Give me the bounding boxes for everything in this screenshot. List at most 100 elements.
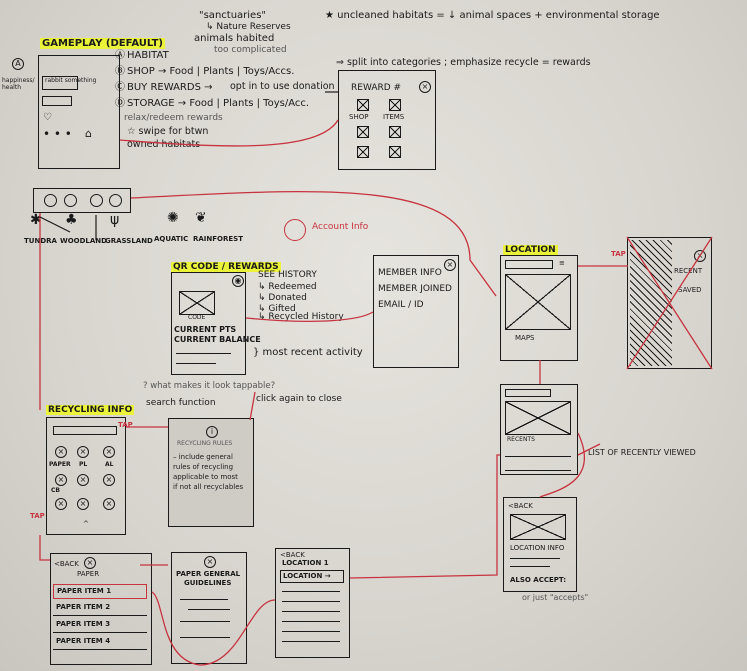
label-aluminum: AL (105, 461, 114, 468)
map-view[interactable] (505, 274, 571, 330)
aquatic-icon: ✺ (167, 210, 179, 226)
recycling-title: RECYCLING INFO (46, 405, 135, 415)
paper-icon[interactable]: × (55, 446, 67, 458)
tap-label: TAP (611, 250, 626, 258)
info-line (510, 566, 550, 568)
location-title: LOCATION (503, 245, 558, 255)
note-account-info: Account Info (312, 222, 369, 232)
note-or-just: or just "accepts" (522, 593, 589, 602)
list-line (282, 591, 340, 593)
location-list-screen: <BACK LOCATION 1 LOCATION → (275, 548, 350, 658)
saved-tab[interactable]: SAVED (678, 286, 702, 294)
recent-tab[interactable]: RECENT (674, 267, 703, 275)
cross-out (626, 236, 713, 370)
member-screen: MEMBER INFO MEMBER JOINED EMAIL / ID × (373, 255, 459, 368)
menu-key-c: Ⓒ (115, 82, 125, 93)
reward-tile[interactable] (389, 146, 401, 158)
recycling-rules-screen: i RECYCLING RULES – include general rule… (168, 418, 254, 527)
menu-key-b: Ⓑ (115, 66, 125, 77)
shop-image[interactable] (357, 99, 369, 111)
search-input[interactable] (505, 260, 553, 269)
map-view[interactable] (505, 401, 571, 435)
account-icon[interactable] (284, 219, 306, 241)
paper-item-2[interactable]: PAPER ITEM 2 (53, 601, 147, 616)
aluminum-icon[interactable]: × (103, 446, 115, 458)
history-see: SEE HISTORY (258, 270, 317, 280)
material-icon[interactable]: × (103, 474, 115, 486)
back-button[interactable]: <BACK (54, 560, 79, 568)
back-button[interactable]: <BACK (508, 502, 533, 510)
history-donated: ↳ Donated (258, 293, 307, 303)
close-icon[interactable]: × (419, 81, 431, 93)
note-relax-redeem: relax/redeem rewards (124, 113, 223, 123)
recent-item[interactable] (505, 459, 571, 471)
reward-tile[interactable] (357, 146, 369, 158)
current-balance: CURRENT BALANCE (174, 335, 261, 344)
qr-code-label: CODE (188, 314, 206, 321)
branch-lines (39, 215, 97, 240)
rabbit-card[interactable]: rabbit something (42, 76, 96, 90)
note-list-recent: LIST OF RECENTLY VIEWED (588, 448, 696, 457)
plastic-icon[interactable]: × (77, 446, 89, 458)
material-icon[interactable]: × (55, 498, 67, 510)
note-too-complicated: too complicated (214, 45, 287, 55)
note-sanctuaries: "sanctuaries" (199, 10, 267, 21)
search-input[interactable] (53, 426, 117, 435)
status-bar (42, 96, 72, 106)
reward-tile[interactable] (357, 126, 369, 138)
habitat-slot[interactable] (44, 194, 57, 207)
menu-icon[interactable]: ≡ (559, 259, 565, 267)
back-button[interactable]: <BACK (280, 551, 305, 559)
habitat-slot[interactable] (64, 194, 77, 207)
rabbit-label: rabbit something (45, 77, 97, 84)
qr-code-image[interactable] (179, 291, 215, 315)
habitat-slot[interactable] (90, 194, 103, 207)
recent-item[interactable] (505, 445, 571, 457)
guideline-line (180, 599, 228, 601)
recent-saved-screen: RECENT SAVED × (627, 237, 712, 369)
list-line (282, 611, 340, 613)
material-icon[interactable]: × (77, 498, 89, 510)
location-photo (510, 514, 566, 540)
reward-tile[interactable] (389, 126, 401, 138)
habitat-slot[interactable] (109, 194, 122, 207)
material-icon[interactable]: × (55, 474, 67, 486)
paper-item-label: PAPER ITEM 1 (57, 587, 112, 595)
paper-item-label: PAPER ITEM 2 (56, 603, 111, 611)
note-most-recent: } most recent activity (253, 347, 363, 358)
page-dots: • • • (43, 127, 72, 141)
account-button[interactable]: ◉ (232, 275, 244, 287)
tap-label: TAP (118, 421, 133, 429)
home-icon[interactable]: ⌂ (85, 127, 92, 140)
activity-line (176, 363, 216, 365)
paper-title: PAPER (77, 570, 100, 578)
search-input[interactable] (505, 389, 551, 397)
label-plastic: PL (79, 461, 88, 468)
note-click-close: click again to close (256, 394, 342, 404)
history-gifted: ↳ Gifted (258, 304, 296, 314)
menu-shop: SHOP → Food | Plants | Toys/Accs. (127, 66, 295, 77)
material-icon[interactable]: × (77, 474, 89, 486)
label-cardboard: CB (51, 487, 60, 494)
guidelines-title-2: GUIDELINES (184, 579, 232, 587)
paper-item-3[interactable]: PAPER ITEM 3 (53, 618, 147, 633)
note-happiness: happiness/ health (2, 77, 35, 91)
member-joined: MEMBER JOINED (378, 284, 452, 294)
material-icon[interactable]: × (103, 498, 115, 510)
location-info-screen: <BACK LOCATION INFO ALSO ACCEPT: (503, 497, 577, 592)
reward-title: REWARD # (351, 83, 402, 93)
paper-item-1[interactable]: PAPER ITEM 1 (53, 584, 147, 599)
location-item-1[interactable]: LOCATION 1 (282, 559, 329, 567)
woodland-icon: ♣ (65, 212, 78, 228)
chevron-up-icon[interactable]: ^ (83, 520, 89, 528)
location-info-label: LOCATION INFO (510, 544, 565, 552)
location-item-2[interactable]: LOCATION → (280, 570, 344, 583)
paper-item-4[interactable]: PAPER ITEM 4 (53, 635, 147, 650)
flow-arrow (130, 190, 497, 297)
close-icon[interactable]: × (444, 259, 456, 271)
gameplay-screen: A rabbit something ♡ • • • ⌂ (12, 55, 120, 169)
flow-arrow (577, 443, 601, 456)
info-icon[interactable]: i (206, 426, 218, 438)
items-image[interactable] (389, 99, 401, 111)
